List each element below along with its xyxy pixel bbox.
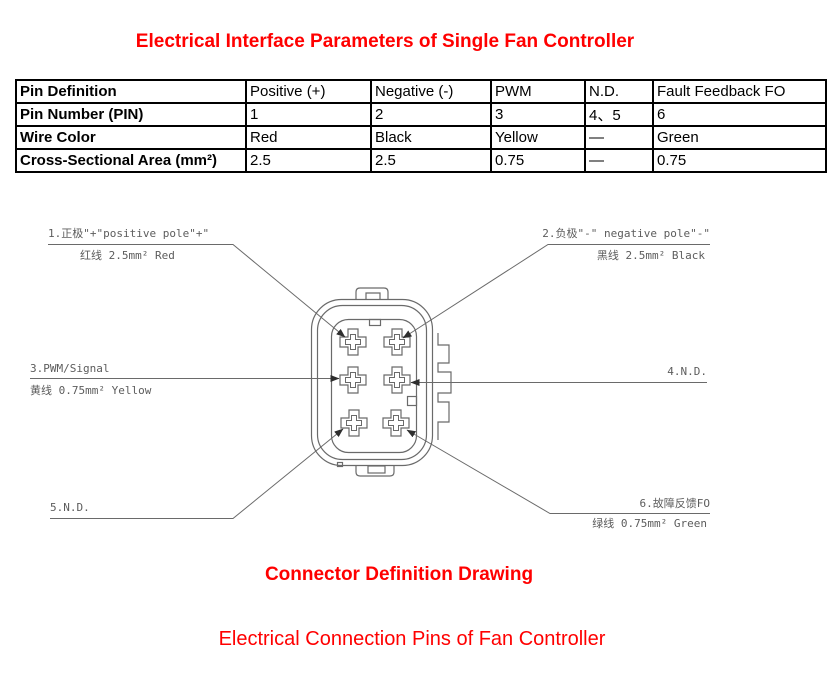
pin3-wire-label: 黄线 0.75mm² Yellow: [30, 384, 152, 397]
pin-1: [339, 328, 367, 356]
pin1-wire-label: 红线 2.5mm² Red: [80, 249, 175, 262]
pin1-label: 1.正极"+"positive pole"+": [48, 227, 210, 240]
pin-3: [339, 366, 367, 394]
table-cell: 6: [652, 102, 827, 127]
table-cell: Positive (+): [245, 79, 372, 104]
pin6-label: 6.故障反馈FO: [639, 497, 711, 510]
cavity-key-notch: [368, 318, 382, 327]
pin2-wire-label: 黑线 2.5mm² Black: [596, 249, 705, 262]
pin3-label: 3.PWM/Signal: [30, 362, 110, 375]
table-cell: 2.5: [370, 148, 492, 173]
table-cell: PWM: [490, 79, 586, 104]
table-row-header: Cross-Sectional Area (mm²): [15, 148, 247, 173]
leader-line-pin6: [406, 429, 710, 514]
leader-line-pin2: [402, 244, 710, 339]
connector-inner-shell: [316, 304, 428, 461]
pin-5: [340, 409, 368, 437]
table-cell: N.D.: [584, 79, 654, 104]
drawing-caption: Connector Definition Drawing: [264, 564, 534, 585]
table-cell: 4、5: [584, 102, 654, 127]
cavity-side-notch: [406, 395, 418, 407]
parameters-table: Pin Definition Positive (+) Negative (-)…: [15, 79, 827, 173]
table-row: Wire Color Red Black Yellow — Green: [15, 125, 827, 150]
table-row-header: Pin Number (PIN): [15, 102, 247, 127]
table-row: Cross-Sectional Area (mm²) 2.5 2.5 0.75 …: [15, 148, 827, 173]
table-cell: —: [584, 125, 654, 150]
pin5-label: 5.N.D.: [50, 501, 90, 514]
table-cell: Yellow: [490, 125, 586, 150]
pin4-label: 4.N.D.: [667, 365, 707, 378]
bottom-latch-tab-inner: [367, 465, 386, 474]
table-cell: 3: [490, 102, 586, 127]
connector-cavity: [330, 318, 418, 454]
table-row-header: Wire Color: [15, 125, 247, 150]
pin-2: [383, 328, 411, 356]
table-cell: Red: [245, 125, 372, 150]
pin2-label: 2.负极"-" negative pole"-": [542, 227, 710, 240]
right-keying-rail: [437, 333, 452, 440]
bottom-latch-tab: [355, 465, 395, 477]
table-row: Pin Definition Positive (+) Negative (-)…: [15, 79, 827, 104]
table-cell: Fault Feedback FO: [652, 79, 827, 104]
table-cell: Negative (-): [370, 79, 492, 104]
connector-outer-shell: [310, 298, 434, 467]
pin-4: [383, 366, 411, 394]
pin-6: [382, 409, 410, 437]
pin6-wire-label: 绿线 0.75mm² Green: [592, 517, 707, 530]
page-title: Electrical Interface Parameters of Singl…: [135, 31, 635, 52]
table-cell: 0.75: [490, 148, 586, 173]
table-cell: Green: [652, 125, 827, 150]
top-latch-tab-inner: [365, 292, 381, 300]
table-row-header: Pin Definition: [15, 79, 247, 104]
top-latch-tab: [355, 287, 389, 300]
bottom-detail-notch: [336, 461, 344, 468]
table-cell: 0.75: [652, 148, 827, 173]
table-cell: 2.5: [245, 148, 372, 173]
leader-line-pin1: [48, 244, 346, 338]
leader-line-pin5: [50, 428, 344, 519]
page-subtitle: Electrical Connection Pins of Fan Contro…: [218, 628, 606, 650]
table-cell: 2: [370, 102, 492, 127]
table-cell: 1: [245, 102, 372, 127]
table-cell: —: [584, 148, 654, 173]
table-row: Pin Number (PIN) 1 2 3 4、5 6: [15, 102, 827, 127]
table-cell: Black: [370, 125, 492, 150]
